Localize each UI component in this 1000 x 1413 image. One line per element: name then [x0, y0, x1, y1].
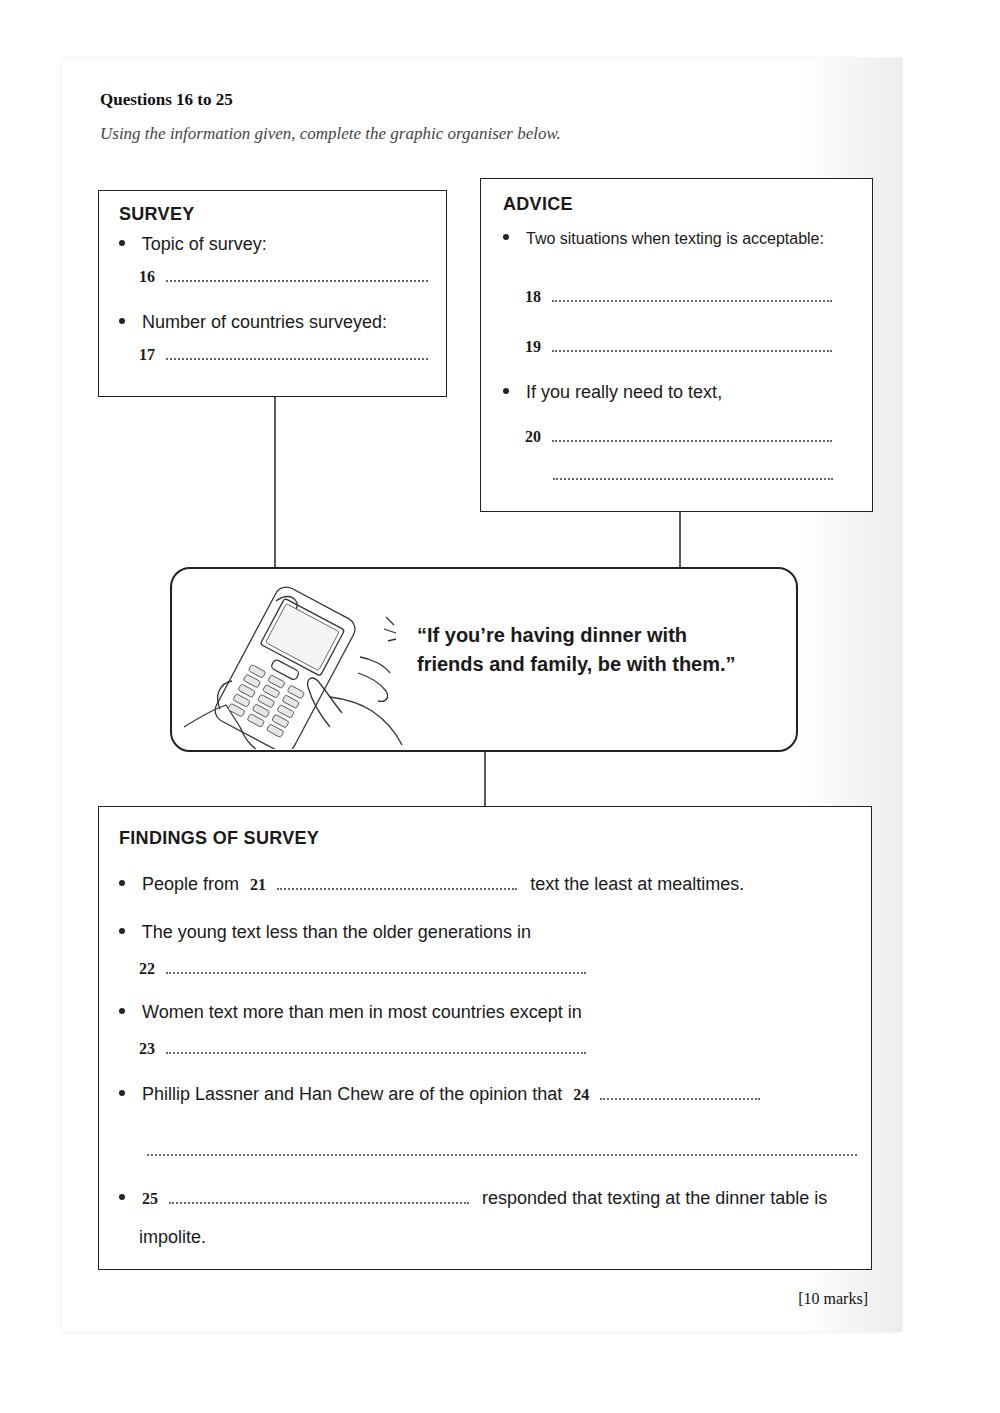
question-number: 20 [525, 428, 541, 445]
question-number: 16 [139, 268, 155, 285]
text-row: 22 [139, 955, 861, 982]
box-heading: SURVEY [119, 204, 195, 224]
text-row: 16 [139, 263, 436, 290]
text-row: 23 [139, 1035, 861, 1062]
bullet-dot [119, 1194, 125, 1200]
answer-dotted-line [553, 477, 833, 480]
question-number: 18 [525, 288, 541, 305]
question-number: 17 [139, 346, 155, 363]
text-row: Two situations when texting is acceptabl… [503, 225, 843, 251]
text-row: 20 [525, 423, 862, 450]
bullet-dot [119, 880, 125, 886]
answer-dotted-line [552, 439, 832, 442]
text-row [147, 1137, 861, 1163]
answer-dotted-line [166, 1051, 586, 1054]
answer-dotted-line [169, 1201, 469, 1204]
text-row: Women text more than men in most countri… [119, 999, 881, 1025]
text-row: 17 [139, 341, 436, 368]
answer-dotted-line [166, 279, 428, 282]
text-row: “If you’re having dinner with friends an… [417, 621, 757, 679]
text-row: The young text less than the older gener… [119, 919, 881, 945]
answer-dotted-line [147, 1153, 857, 1156]
text-row: SURVEY [119, 201, 436, 227]
connector-line [679, 512, 681, 567]
text-row: 19 [525, 333, 862, 360]
answer-dotted-line [552, 299, 832, 302]
question-heading: Questions 16 to 25 [100, 90, 600, 110]
bullet-dot [503, 388, 509, 394]
text-row: Topic of survey: [119, 231, 456, 257]
text-row: 18 [525, 283, 862, 310]
question-number: 24 [573, 1086, 589, 1103]
bullet-dot [119, 240, 125, 246]
text-row [553, 461, 862, 487]
bullet-dot [119, 1008, 125, 1014]
bullet-dot [119, 1090, 125, 1096]
box-heading: ADVICE [503, 194, 573, 214]
bullet-dot [119, 928, 125, 934]
text-row: FINDINGS OF SURVEY [119, 825, 861, 851]
text-row: ADVICE [503, 191, 862, 217]
connector-line [484, 752, 486, 806]
text-row: People from 21 text the least at mealtim… [119, 871, 881, 898]
marks-note: [10 marks] [600, 1290, 868, 1308]
box-text: text the least at mealtimes. [530, 874, 744, 894]
quote-box: “If you’re having dinner with friends an… [170, 567, 798, 752]
answer-dotted-line [552, 349, 832, 352]
box-text: Phillip Lassner and Han Chew are of the … [142, 1084, 562, 1104]
text-row: Phillip Lassner and Han Chew are of the … [119, 1081, 883, 1108]
box-text: responded that texting at the dinner tab… [139, 1188, 827, 1247]
question-number: 25 [142, 1190, 158, 1207]
findings-box: FINDINGS OF SURVEY People from 21 text t… [98, 806, 872, 1270]
box-text: Number of countries surveyed: [142, 312, 387, 332]
box-heading: FINDINGS OF SURVEY [119, 828, 319, 848]
box-text: Two situations when texting is acceptabl… [526, 230, 824, 247]
bullet-dot [503, 234, 509, 240]
connector-line [274, 397, 276, 567]
question-number: 19 [525, 338, 541, 355]
box-text: “If you’re having dinner with friends an… [417, 624, 736, 675]
text-row: 25 responded that texting at the dinner … [119, 1179, 864, 1256]
box-text: Women text more than men in most countri… [142, 1002, 582, 1022]
box-text: People from [142, 874, 239, 894]
answer-dotted-line [277, 887, 517, 890]
question-number: 21 [250, 876, 266, 893]
text-row: If you really need to text, [503, 379, 882, 405]
box-text: Topic of survey: [142, 234, 267, 254]
phone-in-hand-illustration [180, 577, 410, 749]
bullet-dot [119, 318, 125, 324]
survey-box: SURVEY Topic of survey: 16 Number of cou… [98, 190, 447, 397]
question-number: 23 [139, 1040, 155, 1057]
box-text: If you really need to text, [526, 382, 722, 402]
answer-dotted-line [600, 1097, 760, 1100]
answer-dotted-line [166, 357, 428, 360]
advice-box: ADVICE Two situations when texting is ac… [480, 178, 873, 512]
text-row: Number of countries surveyed: [119, 309, 456, 335]
answer-dotted-line [166, 971, 586, 974]
question-number: 22 [139, 960, 155, 977]
instruction-text: Using the information given, complete th… [100, 124, 800, 144]
box-text: The young text less than the older gener… [142, 922, 531, 942]
